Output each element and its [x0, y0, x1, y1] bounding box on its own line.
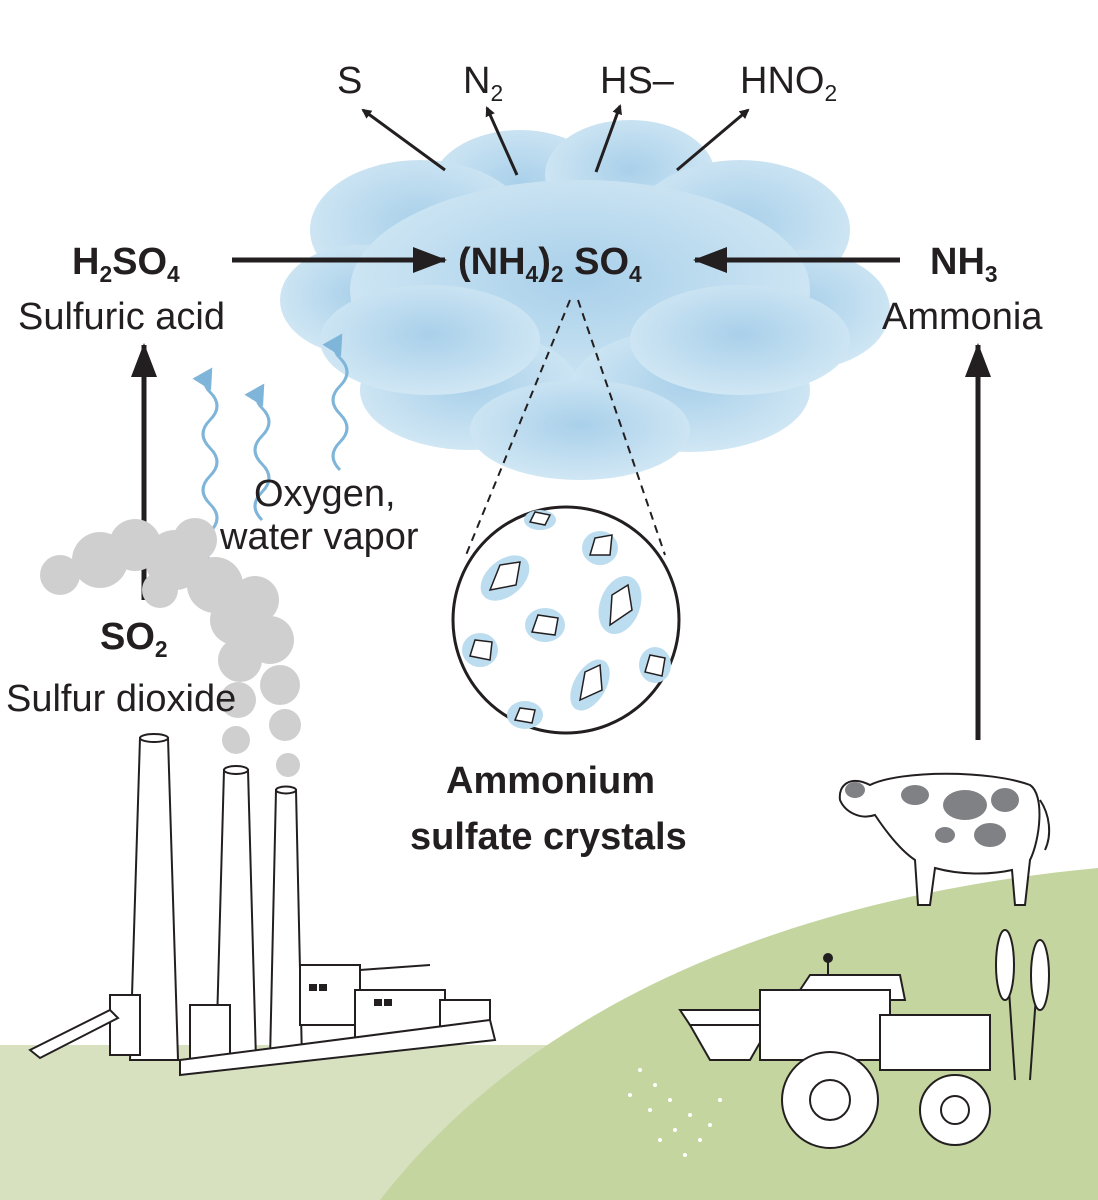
- h2so4-p1: H: [72, 241, 100, 283]
- power-plant: [28, 733, 497, 1077]
- nh3-p1: NH: [930, 241, 985, 283]
- output-hno2-base: HNO: [740, 60, 825, 102]
- arrow-to-hs: [594, 104, 622, 173]
- amsulf-s3: 4: [629, 260, 642, 287]
- amsulf-s1: 4: [525, 260, 539, 287]
- output-arrows: [361, 104, 750, 176]
- so2-s1: 2: [154, 635, 168, 662]
- sulfur-dioxide-label: Sulfur dioxide: [6, 678, 237, 720]
- amsulf-p1: (NH: [458, 241, 526, 283]
- h2so4-formula: H2SO4: [72, 241, 180, 285]
- output-hno2-sub: 2: [824, 79, 838, 106]
- crystals-caption-line1: Ammonium: [446, 760, 655, 802]
- ammonium-sulfate-formula: (NH4)2 SO4: [458, 241, 642, 285]
- output-n2-sub: 2: [490, 79, 504, 106]
- cow: [838, 772, 1051, 906]
- ammonia-label: Ammonia: [882, 296, 1043, 338]
- output-n2-base: N: [463, 60, 491, 102]
- sulfuric-acid-label: Sulfuric acid: [18, 296, 225, 338]
- vapor-arrow-3: [322, 333, 349, 472]
- output-s: S: [337, 60, 363, 102]
- h2so4-s2: 4: [167, 260, 180, 287]
- crystal-magnifier: [451, 505, 681, 735]
- nh3-s1: 3: [984, 260, 998, 287]
- vapor-arrow-2: [244, 383, 271, 522]
- wheat: [995, 929, 1050, 1081]
- zoom-lines: [465, 299, 666, 556]
- nh3-formula: NH3: [930, 241, 998, 285]
- smoke: [40, 518, 301, 777]
- amsulf-p3: SO: [563, 241, 630, 283]
- cloud: [280, 120, 890, 480]
- arrow-to-n2: [485, 106, 519, 176]
- amsulf-p2: ): [538, 241, 551, 283]
- arrow-to-hno2: [676, 108, 750, 172]
- so2-formula: SO2: [100, 616, 168, 660]
- output-hno2: HNO2: [740, 60, 837, 104]
- vapor-label-line1: Oxygen,: [254, 473, 396, 515]
- h2so4-s1: 2: [99, 260, 113, 287]
- so2-p1: SO: [100, 616, 155, 658]
- arrow-to-s: [361, 108, 446, 172]
- spray: [628, 1068, 722, 1157]
- vapor-label-line2: water vapor: [220, 516, 419, 558]
- tractor: [678, 953, 991, 1149]
- amsulf-s2: 2: [550, 260, 564, 287]
- output-hs: HS–: [600, 60, 674, 102]
- output-n2: N2: [463, 60, 503, 104]
- crystals-caption-line2: sulfate crystals: [410, 816, 687, 858]
- h2so4-p2: SO: [112, 241, 168, 283]
